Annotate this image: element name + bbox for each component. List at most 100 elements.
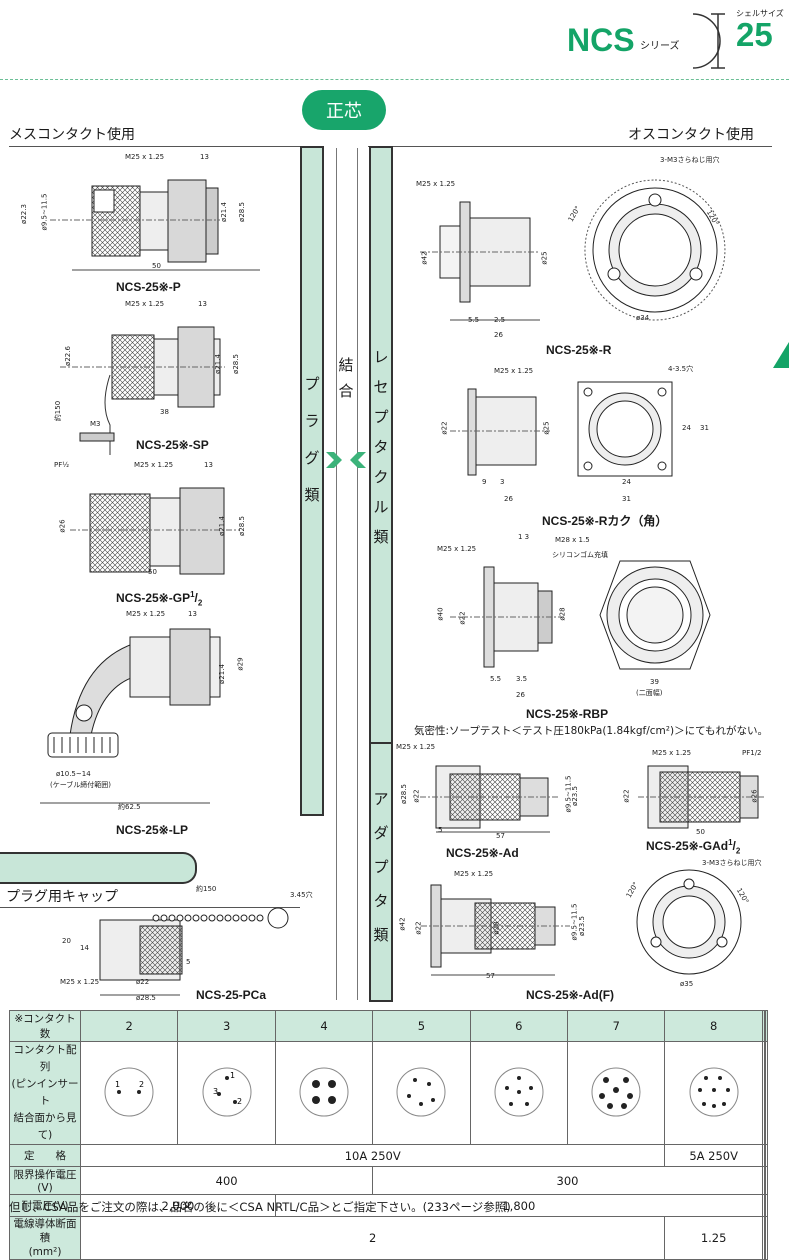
withstand-row: 耐電圧(V) 2,000 1,800 <box>9 1194 768 1217</box>
contact-col-5: 5 <box>372 1010 471 1042</box>
r-26-dim: 26 <box>494 331 503 339</box>
orientation-pill: 正芯 <box>302 90 386 130</box>
page-tab-triangle <box>773 342 789 368</box>
sp-m3-dim: M3 <box>90 420 101 428</box>
part-ncs25-sp: NCS-25※-SP <box>136 438 209 452</box>
rbp-airtight-note: 気密性:ソープテスト＜テスト圧180kPa(1.84kgf/cm²)＞にてもれが… <box>414 725 769 737</box>
sp-285-dim: ø28.5 <box>231 354 240 374</box>
pin-layout-8-icon <box>689 1067 739 1116</box>
drawing-ncs25-pca <box>99 907 289 996</box>
lp-cable-dim: ø10.5~14 <box>56 770 91 778</box>
rk-25-dim: ø25 <box>542 421 551 435</box>
rbp-28-dim: ø28 <box>558 607 567 621</box>
rk-24-dim: 24 <box>622 478 631 486</box>
male-contact-heading: オスコンタクト使用 <box>628 127 754 143</box>
svg-text:1: 1 <box>115 1080 120 1089</box>
contact-col-7: 7 <box>567 1010 666 1042</box>
voltage-row: 限界操作電圧(V) 400 300 <box>9 1166 768 1195</box>
shell-size-label: シェルサイズ <box>736 9 784 18</box>
rk-31-dim: 31 <box>622 495 631 503</box>
cap-heading-rule <box>0 907 300 908</box>
pin-layout-7-icon <box>591 1067 641 1116</box>
voltage-400: 400 <box>79 1166 374 1195</box>
svg-text:2: 2 <box>237 1097 242 1106</box>
drawing-ncs25-gp <box>70 487 240 575</box>
part-ncs25-ad: NCS-25※-Ad <box>446 846 519 860</box>
right-heading-rule <box>368 146 772 147</box>
gp-13-dim: 13 <box>204 461 213 469</box>
rbp-thread-dim: M25 x 1.25 <box>437 545 477 553</box>
rating-5a: 5A 250V <box>664 1144 763 1167</box>
lp-13-dim: 13 <box>188 610 197 618</box>
contact-col-3: 3 <box>177 1010 276 1042</box>
sp-150-dim: 約150 <box>54 400 63 422</box>
sp-thread-dim: M25 x 1.25 <box>125 300 165 308</box>
rk-3-dim: 3 <box>500 478 505 486</box>
lp-214-dim: ø21.4 <box>217 664 226 684</box>
coupling-label: 結合 <box>338 356 354 400</box>
gp-thread-dim: M25 x 1.25 <box>134 461 174 469</box>
receptacle-category-label: レセプタクル類 <box>373 348 389 546</box>
adf-holes-dim: 3-M3さらねじ用穴 <box>702 859 762 867</box>
rating-label: 定 格 <box>9 1144 81 1167</box>
r-34-dim: ø34 <box>636 314 650 322</box>
part-ncs25-rkaku: NCS-25※-Rカク（角） <box>542 514 668 528</box>
coupling-divider <box>336 148 358 1000</box>
adf-57-dim: 57 <box>486 972 495 980</box>
area-125: 1.25 <box>664 1216 763 1260</box>
lp-thread-dim: M25 x 1.25 <box>126 610 166 618</box>
adf-42-dim: ø42 <box>398 917 407 931</box>
gp-26-dim: ø26 <box>58 519 67 533</box>
adf-28-dim: ø28 <box>492 921 501 935</box>
drawing-ncs25-r-side <box>420 201 540 321</box>
drawing-ncs25-rbp-side <box>450 566 565 668</box>
rbp-22-dim: ø22 <box>458 611 467 625</box>
header-divider <box>0 79 789 81</box>
rbp-26-dim: 26 <box>516 691 525 699</box>
drawing-ncs25-adf <box>421 884 570 976</box>
adapter-category-bar <box>369 742 393 1002</box>
ad-235-dim: ø23.5 <box>570 786 579 806</box>
svg-text:3: 3 <box>213 1087 218 1096</box>
rbp-35-dim: 3.5 <box>516 675 528 683</box>
svg-text:2: 2 <box>139 1080 144 1089</box>
rk-26-dim: 26 <box>504 495 513 503</box>
table-header-row: ※コンタクト数 2 3 4 5 6 7 8 <box>9 1010 768 1042</box>
rk-thread-dim: M25 x 1.25 <box>494 367 534 375</box>
drawing-ncs25-ad <box>420 765 560 833</box>
pca-150-dim: 約150 <box>196 885 217 893</box>
r-holes-dim: 3-M3さらねじ用穴 <box>660 156 720 164</box>
layout-7 <box>567 1041 666 1145</box>
area-2: 2 <box>79 1216 666 1260</box>
header-bracket-graphic <box>692 13 725 69</box>
part-ncs25-gad: NCS-25※-GAd1/2 <box>646 838 741 856</box>
drawing-ncs25-rkaku-front <box>577 381 673 477</box>
gp-285-dim: ø28.5 <box>237 516 246 536</box>
contact-col-empty-3 <box>765 1010 768 1042</box>
rbp-nimen: (二面幅) <box>636 689 663 697</box>
part-ncs25-r: NCS-25※-R <box>546 343 612 357</box>
p-285-dim: ø28.5 <box>237 202 246 222</box>
sp-13-dim: 13 <box>198 300 207 308</box>
drawing-ncs25-r-front <box>584 179 726 321</box>
rbp-m28-dim: M28 x 1.5 <box>555 536 590 544</box>
p-cable-dim: ø9.5~11.5 <box>40 193 49 231</box>
contact-col-8: 8 <box>664 1010 763 1042</box>
r-25-dim: ø25 <box>540 251 549 265</box>
rk-24v-dim: 24 <box>682 424 691 432</box>
adf-thread-dim: M25 x 1.25 <box>454 870 494 878</box>
footnote: 但し、CSA品をご注文の際は、品名の後に＜CSA NRTL/C品＞とご指定下さい… <box>9 1200 511 1214</box>
left-heading-rule <box>9 146 305 147</box>
rbp-silicone: シリコンゴム充填 <box>552 551 608 559</box>
gad-thread-dim: M25 x 1.25 <box>652 749 692 757</box>
layout-6 <box>469 1041 569 1145</box>
gp-50-dim: 50 <box>148 568 157 576</box>
r-25b-dim: 2.5 <box>494 316 506 324</box>
cap-category-tab <box>0 852 197 884</box>
p-214-dim: ø21.4 <box>219 202 228 222</box>
drawing-ncs25-rbp-front <box>599 560 711 670</box>
